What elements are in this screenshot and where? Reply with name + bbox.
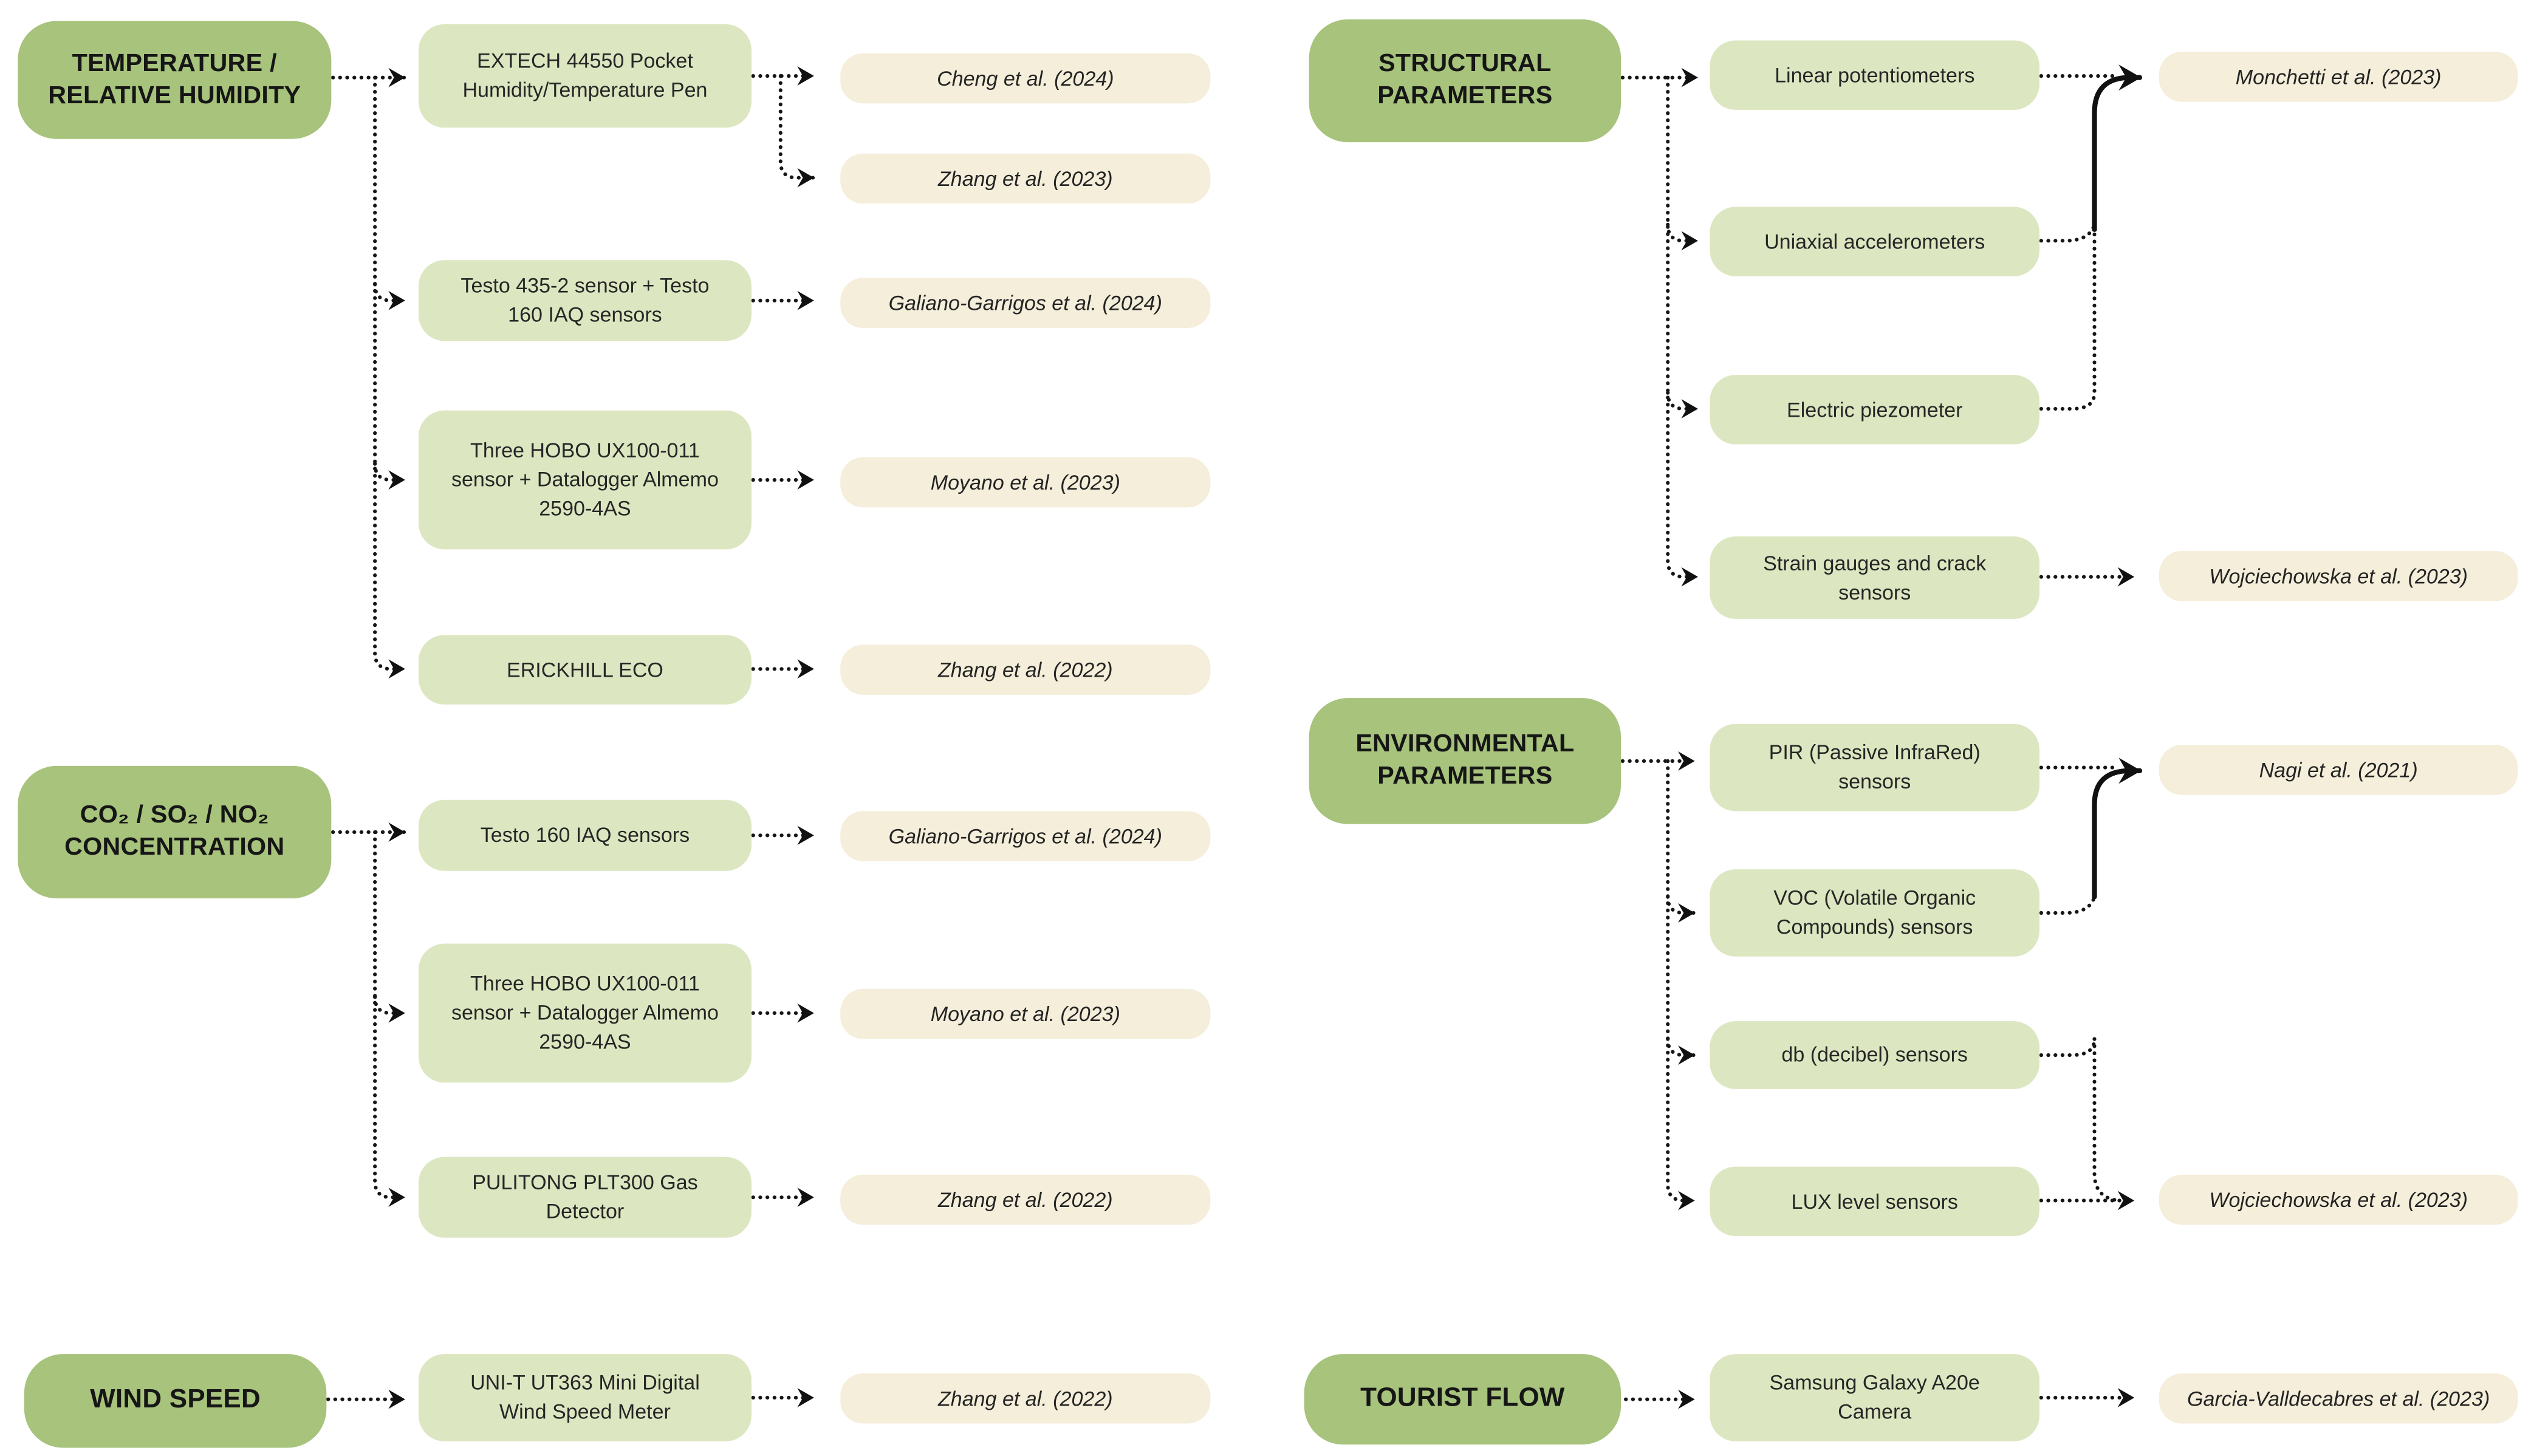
sensor-linear-potentiometers: Linear potentiometers [1710,40,2040,110]
sensor-lux-level-label: LUX level sensors [1791,1188,1958,1213]
sensor-testo-160-iaq-label: Testo 160 IAQ sensors [480,822,690,847]
sensor-strain-gauges: Strain gauges and crack sensors [1710,536,2040,619]
category-environmental-parameters-label: ENVIRONMENTAL PARAMETERS [1355,730,1575,790]
category-temperature-humidity-label: TEMPERATURE / RELATIVE HUMIDITY [48,49,301,109]
sensor-uniaxial-accelerometers: Uniaxial accelerometers [1710,207,2040,276]
edge-merge-to-monchetti [2092,64,2143,232]
edge-temp-branch-to-testo435 [373,282,406,310]
sensor-pulitong-plt300: PULITONG PLT300 Gas Detector [418,1157,752,1238]
sensor-voc: VOC (Volatile Organic Compounds) sensors [1710,869,2040,957]
edge-temp-branch-to-erickhill [373,75,406,679]
category-tourist-flow-label: TOURIST FLOW [1360,1384,1565,1413]
category-co2-so2-no2-label: CO₂ / SO₂ / NO₂ CONCENTRATION [64,801,285,861]
sensor-hobo-ux100-temp: Three HOBO UX100-011 sensor + Datalogger… [418,410,752,550]
reference-zhang-2022-c: Zhang et al. (2022) [840,1373,1211,1424]
reference-nagi-2021-label: Nagi et al. (2021) [2259,757,2418,782]
edge-extech-to-zhang23 [778,73,815,188]
category-wind-speed-label: WIND SPEED [90,1385,261,1415]
sensor-lux-level: LUX level sensors [1710,1166,2040,1236]
sensor-strain-gauges-label: Strain gauges and crack sensors [1763,550,1987,604]
sensor-uniaxial-accelerometers-label: Uniaxial accelerometers [1764,228,1985,253]
reference-monchetti-2023-label: Monchetti et al. (2023) [2235,64,2442,89]
reference-moyano-2023-b-label: Moyano et al. (2023) [930,1002,1120,1027]
category-tourist-flow: TOURIST FLOW [1304,1354,1621,1445]
reference-zhang-2022-c-label: Zhang et al. (2022) [937,1386,1113,1411]
reference-zhang-2023-label: Zhang et al. (2023) [937,166,1113,191]
sensor-hobo-ux100-temp-label: Three HOBO UX100-011 sensor + Datalogger… [451,438,719,521]
sensor-erickhill-eco: ERICKHILL ECO [418,635,752,705]
edge-uniax-up [2039,222,2097,243]
sensor-hobo-ux100-gas-label: Three HOBO UX100-011 sensor + Datalogger… [451,971,719,1054]
edge-voc-up [2039,895,2097,915]
sensor-voc-label: VOC (Volatile Organic Compounds) sensors [1773,885,1976,939]
sensor-pulitong-plt300-label: PULITONG PLT300 Gas Detector [472,1170,698,1223]
reference-moyano-2023-b: Moyano et al. (2023) [840,988,1211,1039]
reference-wojciechowska-2023-b-label: Wojciechowska et al. (2023) [2209,1188,2468,1212]
sensor-samsung-a20e-camera: Samsung Galaxy A20e Camera [1710,1354,2040,1441]
edge-struct-branch-to-strain [1666,75,1699,587]
sensor-pir: PIR (Passive InfraRed) sensors [1710,723,2040,812]
sensor-linear-potentiometers-label: Linear potentiometers [1775,62,1975,87]
sensor-testo-435-2-label: Testo 435-2 sensor + Testo 160 IAQ senso… [461,273,710,327]
edge-env-branch-to-lux [1666,759,1696,1211]
edge-struct-branch-to-piezo [1666,391,1699,419]
reference-zhang-2023: Zhang et al. (2023) [840,153,1211,204]
reference-wojciechowska-2023-a-label: Wojciechowska et al. (2023) [2209,564,2468,589]
edge-temp-branch-to-hobo [373,462,406,490]
sensor-electric-piezometer-label: Electric piezometer [1786,397,1963,422]
sensor-testo-160-iaq: Testo 160 IAQ sensors [418,799,752,871]
edge-env-branch-to-db [1666,1037,1696,1065]
sensor-samsung-a20e-camera-label: Samsung Galaxy A20e Camera [1769,1370,1980,1424]
reference-galiano-garrigos-2024-b: Galiano-Garrigos et al. (2024) [840,811,1211,861]
sensor-unit-ut363: UNI-T UT363 Mini Digital Wind Speed Mete… [418,1354,752,1441]
category-temperature-humidity: TEMPERATURE / RELATIVE HUMIDITY [18,21,332,139]
sensor-decibel: db (decibel) sensors [1710,1021,2040,1089]
reference-galiano-garrigos-2024-b-label: Galiano-Garrigos et al. (2024) [888,824,1162,849]
sensor-pir-label: PIR (Passive InfraRed) sensors [1769,740,1981,794]
reference-garcia-valldecabres-2023: Garcia-Valldecabres et al. (2023) [2159,1373,2518,1424]
sensor-electric-piezometer: Electric piezometer [1710,375,2040,445]
edge-struct-branch-to-uniax [1666,222,1699,251]
edge-vertical-to-wojciechowska [2092,1037,2123,1203]
sensor-unit-ut363-label: UNI-T UT363 Mini Digital Wind Speed Mete… [470,1370,700,1424]
reference-wojciechowska-2023-b: Wojciechowska et al. (2023) [2159,1174,2518,1225]
reference-wojciechowska-2023-a: Wojciechowska et al. (2023) [2159,551,2518,601]
category-co2-so2-no2: CO₂ / SO₂ / NO₂ CONCENTRATION [18,765,332,899]
edge-db-up [2039,1037,2097,1058]
sensor-extech-44550: EXTECH 44550 Pocket Humidity/Temperature… [418,24,752,128]
edge-piezo-up [2039,227,2097,411]
category-wind-speed: WIND SPEED [24,1354,327,1448]
reference-zhang-2022-b: Zhang et al. (2022) [840,1174,1211,1225]
reference-cheng-2024: Cheng et al. (2024) [840,53,1211,104]
category-structural-parameters: STRUCTURAL PARAMETERS [1309,19,1621,143]
reference-galiano-garrigos-2024-a: Galiano-Garrigos et al. (2024) [840,278,1211,329]
sensor-erickhill-eco-label: ERICKHILL ECO [506,657,663,682]
reference-zhang-2022-a-label: Zhang et al. (2022) [937,657,1113,682]
edge-env-branch-to-voc [1666,895,1696,923]
reference-garcia-valldecabres-2023-label: Garcia-Valldecabres et al. (2023) [2187,1386,2490,1411]
reference-moyano-2023-a: Moyano et al. (2023) [840,457,1211,508]
category-environmental-parameters: ENVIRONMENTAL PARAMETERS [1309,698,1621,824]
reference-moyano-2023-a-label: Moyano et al. (2023) [930,470,1120,494]
category-structural-parameters-label: STRUCTURAL PARAMETERS [1377,50,1553,110]
reference-zhang-2022-b-label: Zhang et al. (2022) [937,1188,1113,1212]
sensor-testo-435-2: Testo 435-2 sensor + Testo 160 IAQ senso… [418,260,752,341]
reference-cheng-2024-label: Cheng et al. (2024) [937,66,1114,91]
sensor-extech-44550-label: EXTECH 44550 Pocket Humidity/Temperature… [462,49,708,102]
reference-galiano-garrigos-2024-a-label: Galiano-Garrigos et al. (2024) [888,290,1162,315]
edge-co2-branch-to-hobo2 [373,995,406,1023]
sensor-decibel-label: db (decibel) sensors [1781,1042,1968,1067]
reference-monchetti-2023: Monchetti et al. (2023) [2159,52,2518,102]
reference-zhang-2022-a: Zhang et al. (2022) [840,644,1211,695]
edge-co2-branch-to-pulitong [373,830,406,1208]
reference-nagi-2021: Nagi et al. (2021) [2159,745,2518,795]
sensor-hobo-ux100-gas: Three HOBO UX100-011 sensor + Datalogger… [418,943,752,1083]
edge-merge-to-nagi [2092,757,2143,900]
